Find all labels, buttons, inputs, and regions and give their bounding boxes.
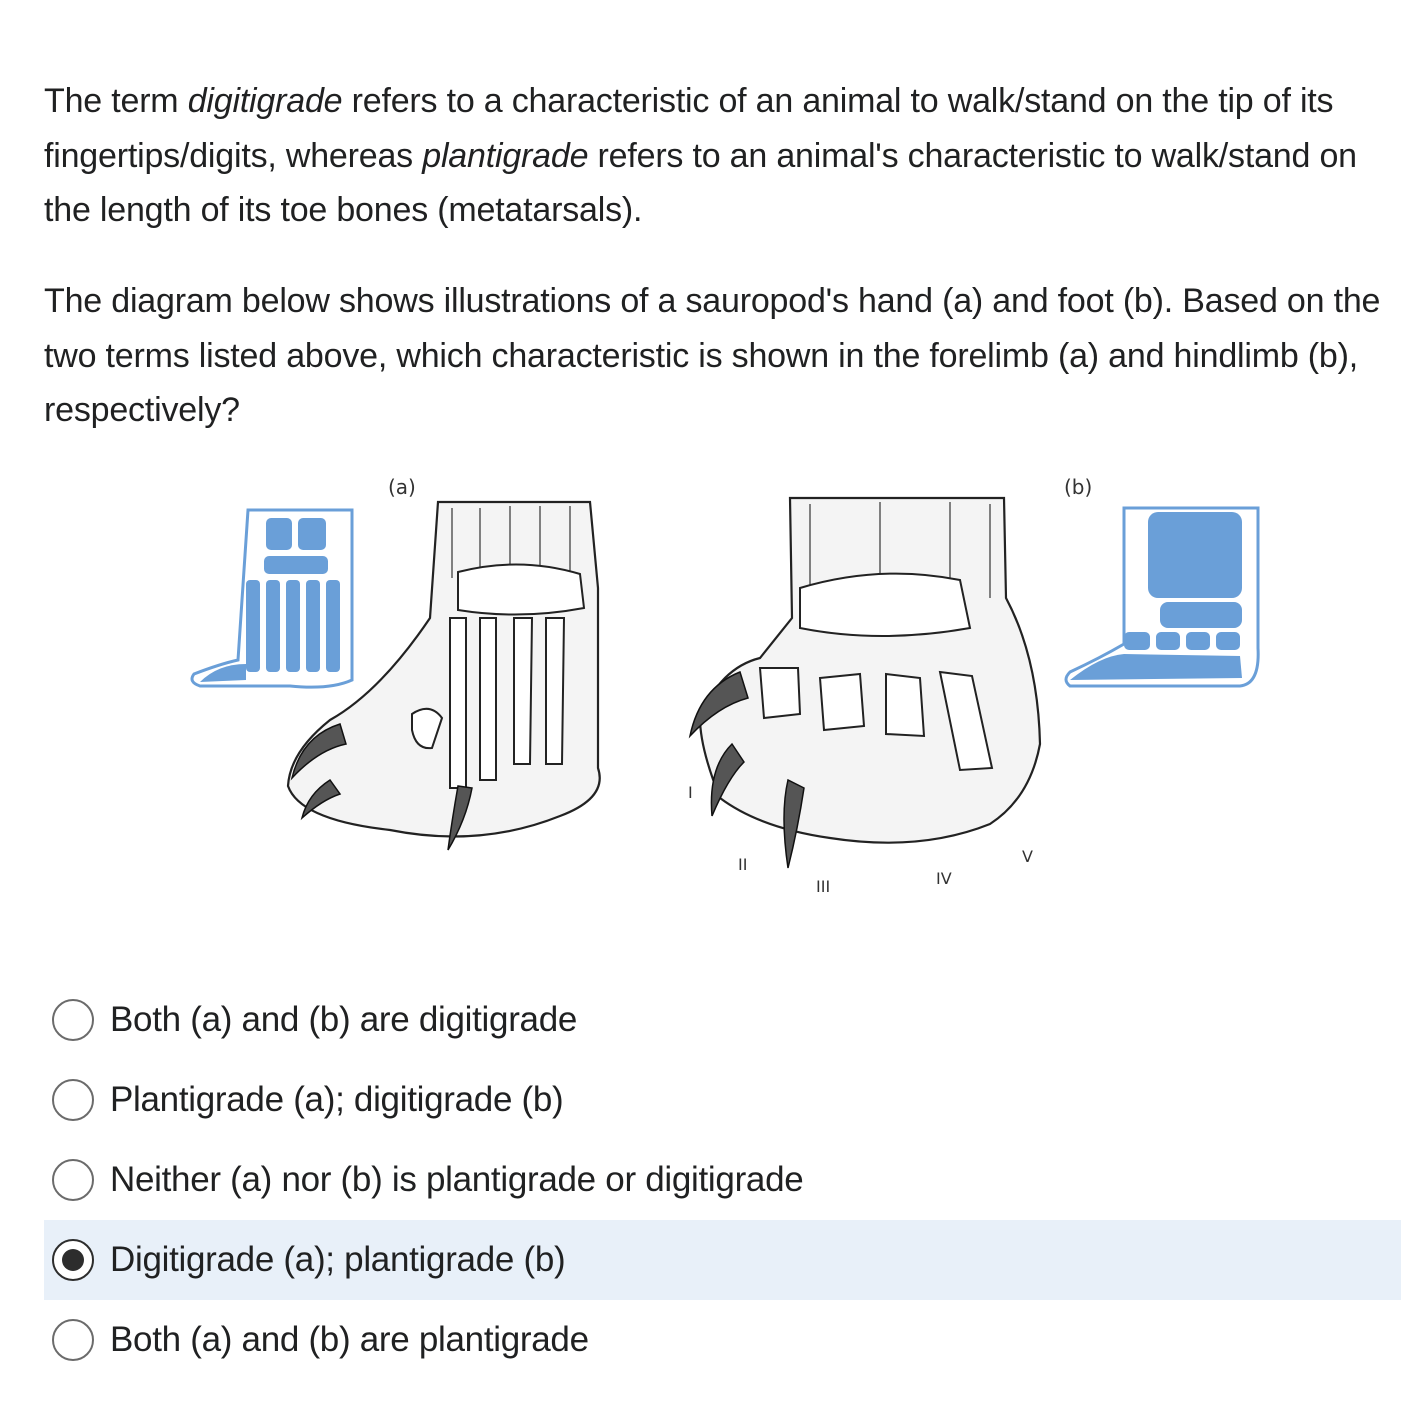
- option-label: Plantigrade (a); digitigrade (b): [110, 1080, 564, 1119]
- radio-button[interactable]: [52, 1159, 94, 1201]
- radio-button[interactable]: [52, 1079, 94, 1121]
- option-1[interactable]: Both (a) and (b) are digitigrade: [44, 980, 1401, 1060]
- question-paragraph-2: The diagram below shows illustrations of…: [44, 282, 1381, 429]
- radio-button[interactable]: [52, 1319, 94, 1361]
- term-digitigrade: digitigrade: [187, 82, 343, 120]
- radio-dot: [62, 1249, 84, 1271]
- option-label: Both (a) and (b) are plantigrade: [110, 1320, 589, 1359]
- digit-label-I: I: [688, 783, 693, 802]
- forelimb-drawing: [286, 500, 601, 851]
- para1-text-2: refers to a characteristic of an animal …: [44, 82, 1334, 175]
- option-3[interactable]: Neither (a) nor (b) is plantigrade or di…: [44, 1140, 1401, 1220]
- hindlimb-drawing: [688, 496, 1042, 869]
- para1-text-3: refers to an animal's characteristic to …: [44, 136, 1357, 230]
- digit-label-III: III: [816, 877, 830, 896]
- hand-skeleton-inset: [190, 508, 354, 689]
- option-label: Neither (a) nor (b) is plantigrade or di…: [110, 1160, 804, 1199]
- foot-skeleton-inset: [1064, 506, 1260, 688]
- option-label: Both (a) and (b) are digitigrade: [110, 1000, 578, 1039]
- label-b: (b): [1064, 475, 1092, 499]
- radio-button[interactable]: [52, 999, 94, 1041]
- sauropod-limbs-figure: (a) I II III IV V (b): [190, 475, 1260, 896]
- label-a: (a): [388, 475, 416, 499]
- option-4[interactable]: Digitigrade (a); plantigrade (b): [44, 1220, 1401, 1300]
- para1-text-1: The term: [44, 82, 188, 120]
- option-2[interactable]: Plantigrade (a); digitigrade (b): [44, 1060, 1401, 1140]
- term-plantigrade: plantigrade: [422, 136, 589, 175]
- digit-label-IV: IV: [936, 869, 952, 888]
- option-label: Digitigrade (a); plantigrade (b): [110, 1240, 566, 1279]
- digit-label-V: V: [1022, 847, 1033, 866]
- radio-button-selected[interactable]: [52, 1239, 94, 1281]
- option-5[interactable]: Both (a) and (b) are plantigrade: [44, 1300, 1401, 1380]
- answer-options: Both (a) and (b) are digitigrade Plantig…: [44, 980, 1401, 1380]
- question-paragraph-1: The term digitigrade refers to a charact…: [44, 74, 1394, 238]
- digit-label-II: II: [738, 855, 747, 874]
